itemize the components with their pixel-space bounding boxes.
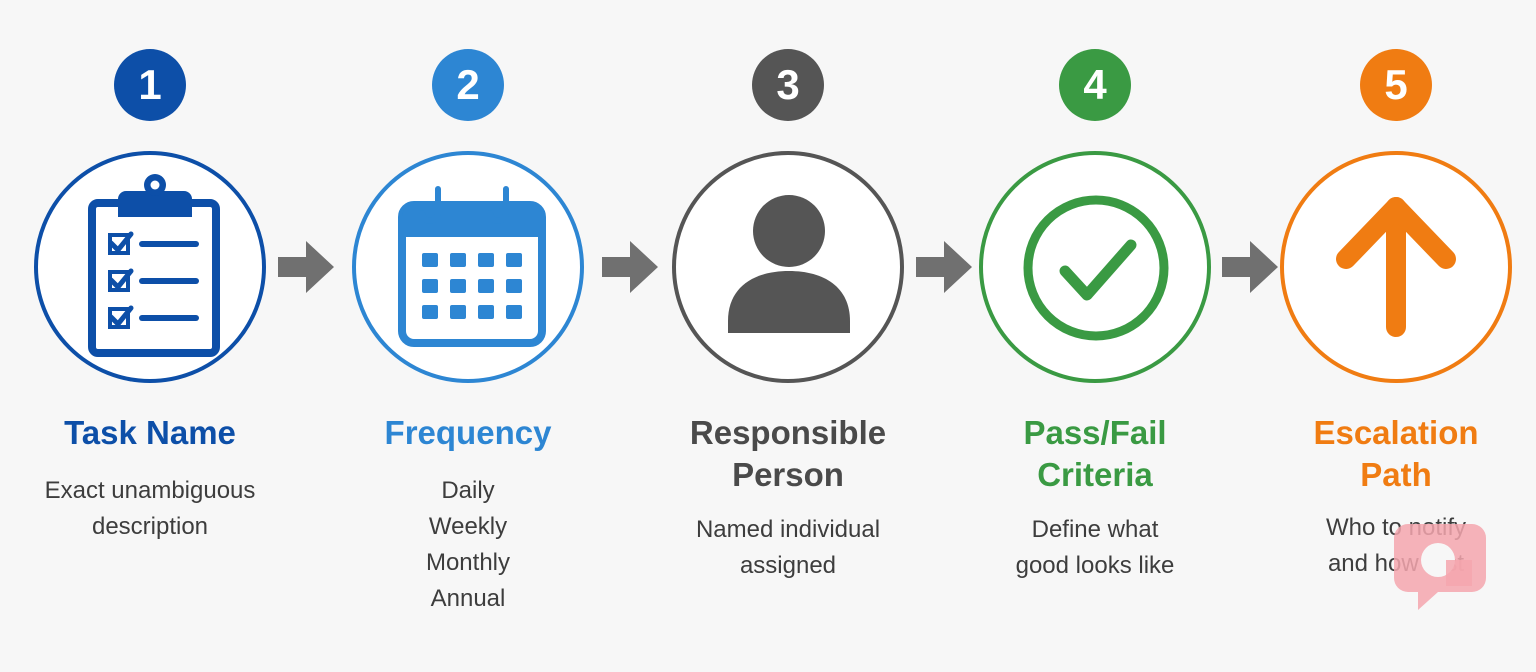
step-description: Define what good looks like <box>1015 516 1175 579</box>
step-description: Daily Weekly Monthly Annual <box>425 477 511 612</box>
arrow-right-icon <box>602 241 658 293</box>
step-title: Responsible Person <box>689 414 887 493</box>
step-number-badge: 4 <box>1059 49 1131 121</box>
watermark-logo-icon <box>1394 524 1486 610</box>
step-icon-circle <box>352 151 584 383</box>
arrow-up-icon <box>1336 197 1456 337</box>
step-title: Frequency <box>384 414 552 451</box>
step-pass-fail-criteria: 4 Pass/Fail Criteria Define what good lo… <box>945 0 1245 672</box>
step-description: Named individual assigned <box>695 516 881 579</box>
step-number-badge: 1 <box>114 49 186 121</box>
clipboard-checklist-icon <box>88 174 220 357</box>
step-description: Exact unambiguous description <box>44 477 256 540</box>
step-icon-circle <box>672 151 904 383</box>
arrow-right-icon <box>278 241 334 293</box>
checkmark-icon <box>1023 195 1169 341</box>
step-number-badge: 2 <box>432 49 504 121</box>
arrow-right-icon <box>916 241 972 293</box>
step-responsible-person: 3 Responsible Person Named individual as… <box>638 0 938 672</box>
person-icon <box>728 195 850 333</box>
arrow-right-icon <box>1222 241 1278 293</box>
step-title: Pass/Fail Criteria <box>1023 414 1167 493</box>
step-icon-circle <box>979 151 1211 383</box>
step-title: Escalation Path <box>1313 414 1479 493</box>
calendar-icon <box>398 186 546 347</box>
step-frequency: 2 <box>318 0 618 672</box>
step-task-name: 1 Task Name Exact unambiguous descriptio… <box>0 0 300 672</box>
step-number-badge: 5 <box>1360 49 1432 121</box>
step-number-badge: 3 <box>752 49 824 121</box>
step-icon-circle <box>1280 151 1512 383</box>
step-title: Task Name <box>64 414 236 451</box>
step-icon-circle <box>34 151 266 383</box>
